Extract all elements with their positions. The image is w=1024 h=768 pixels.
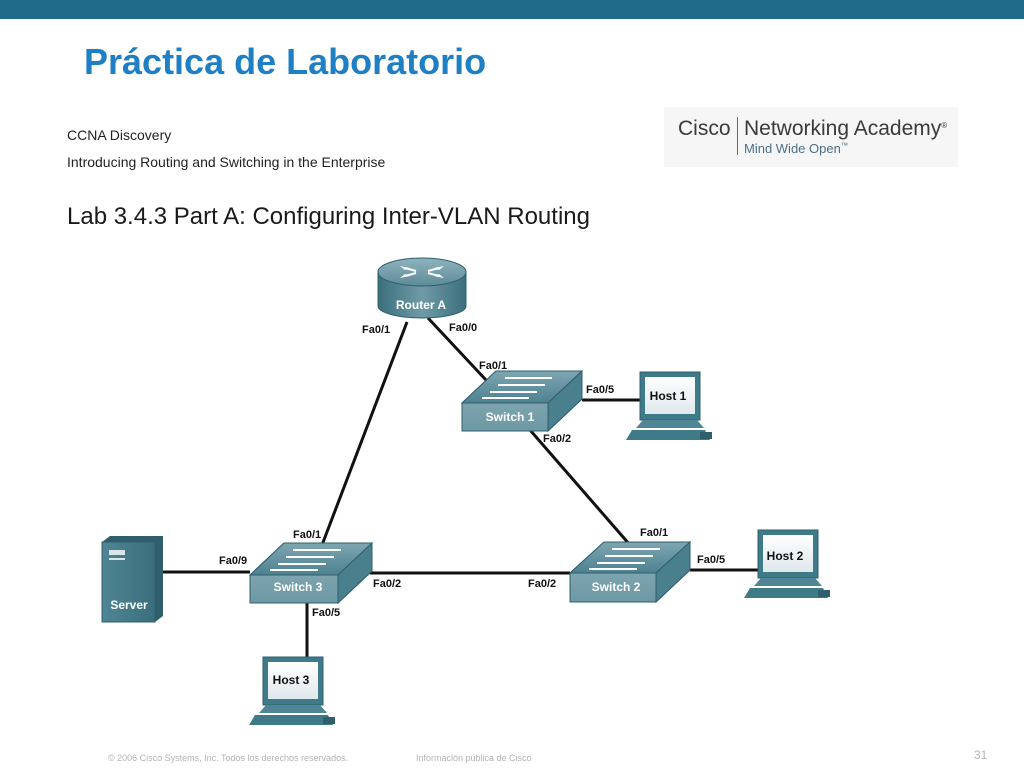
- port-label-sw3-fa01: Fa0/1: [293, 529, 321, 541]
- port-label-router-fa00: Fa0/0: [449, 322, 477, 334]
- page-number: 31: [974, 748, 988, 762]
- switch-3-arrows-icon: [270, 549, 341, 571]
- port-label-sw2-fa01: Fa0/1: [640, 527, 668, 539]
- cisco-networking-academy-logo: Cisco Networking Academy® Mind Wide Open…: [664, 107, 958, 167]
- host-3-label: Host 3: [273, 673, 310, 687]
- logo-registered-mark: ®: [941, 121, 948, 130]
- logo-brand: Cisco: [678, 117, 731, 140]
- switch-2-label: Switch 2: [592, 580, 641, 594]
- link-switch1-switch2: [528, 429, 632, 546]
- logo-academy-text: Networking Academy: [744, 117, 942, 140]
- switch-1: Switch 1: [460, 369, 584, 433]
- switch-1-label: Switch 1: [486, 410, 535, 424]
- host-2: Host 2: [744, 529, 830, 598]
- port-label-sw2-fa05: Fa0/5: [697, 554, 725, 566]
- server-drive-icon: [109, 550, 125, 555]
- host-3-screen: [268, 662, 318, 699]
- host-2-label: Host 2: [767, 549, 804, 563]
- port-labels: Fa0/1 Fa0/0 Fa0/1 Fa0/5 Fa0/2 Fa0/1 Fa0/…: [219, 322, 725, 619]
- port-label-sw1-fa02: Fa0/2: [543, 433, 571, 445]
- host-3: Host 3: [249, 656, 335, 725]
- port-label-router-fa01: Fa0/1: [362, 324, 390, 336]
- logo-divider: [737, 117, 738, 155]
- logo-tagline: Mind Wide Open™: [744, 141, 848, 156]
- lab-title: Lab 3.4.3 Part A: Configuring Inter-VLAN…: [67, 203, 590, 230]
- switch-1-arrows-icon: [482, 377, 552, 399]
- host-1-label: Host 1: [650, 389, 687, 403]
- logo-tagline-text: Mind Wide Open: [744, 141, 841, 156]
- host-2-screen: [763, 535, 813, 572]
- switch-3-label: Switch 3: [274, 580, 323, 594]
- port-label-sw3-fa05: Fa0/5: [312, 607, 340, 619]
- router-a: Router A: [377, 257, 467, 319]
- logo-academy-name: Networking Academy®: [744, 117, 947, 141]
- server: Server: [101, 536, 163, 623]
- network-links: [163, 316, 760, 660]
- link-router-switch1: [426, 316, 488, 382]
- port-label-sw3-fa09: Fa0/9: [219, 555, 247, 567]
- switch-2-arrows-icon: [589, 548, 660, 570]
- course-subtitle: Introducing Routing and Switching in the…: [67, 154, 386, 170]
- course-name: CCNA Discovery: [67, 127, 172, 143]
- slide-title: Práctica de Laboratorio: [84, 41, 487, 82]
- top-banner: [0, 0, 1024, 19]
- logo-tm-mark: ™: [840, 142, 848, 150]
- port-label-sw1-fa01: Fa0/1: [479, 360, 507, 372]
- link-router-switch3: [320, 321, 409, 546]
- host-1-screen: [645, 377, 695, 414]
- router-a-label: Router A: [396, 298, 447, 312]
- switch-2: Switch 2: [568, 540, 692, 604]
- port-label-sw2-fa02: Fa0/2: [528, 578, 556, 590]
- host-1: Host 1: [626, 371, 712, 440]
- server-label: Server: [110, 598, 148, 612]
- router-arrows-icon: [400, 266, 444, 278]
- port-label-sw1-fa05: Fa0/5: [586, 384, 614, 396]
- footer-copyright: © 2006 Cisco Systems, Inc. Todos los der…: [108, 753, 349, 763]
- switch-3: Switch 3: [248, 541, 374, 605]
- footer-classification: Información pública de Cisco: [416, 753, 532, 763]
- port-label-sw3-fa02: Fa0/2: [373, 578, 401, 590]
